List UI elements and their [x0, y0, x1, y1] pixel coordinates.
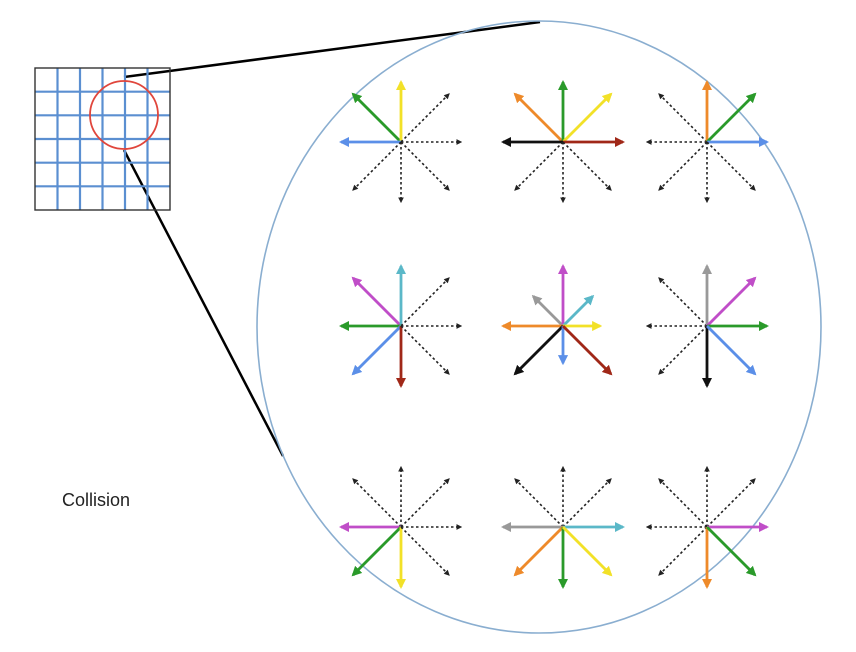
arrow-ne	[562, 92, 613, 143]
arrow-se	[400, 526, 450, 576]
arrow-sw	[658, 141, 708, 191]
arrow-nw	[658, 93, 708, 143]
zoom-ellipse	[256, 20, 822, 634]
cell-3-2	[500, 465, 626, 590]
arrow-ne	[400, 478, 450, 528]
zoom-line-bottom	[122, 149, 285, 457]
arrow-sw	[513, 325, 564, 376]
arrow-nw	[352, 478, 402, 528]
cell-3-1	[338, 465, 463, 590]
arrow-ne	[400, 93, 450, 143]
cell-2-2	[500, 263, 613, 376]
arrow-ne	[706, 478, 756, 528]
arrow-ne	[400, 277, 450, 327]
arrow-sw	[658, 526, 708, 576]
lattice-border	[34, 67, 171, 211]
arrow-ne	[562, 294, 595, 327]
arrow-nw	[531, 294, 564, 327]
arrow-se	[562, 526, 613, 577]
arrow-ne	[706, 92, 757, 143]
arrow-se	[706, 526, 757, 577]
arrow-ne	[562, 478, 612, 528]
cell-1-1	[338, 79, 463, 204]
arrow-se	[706, 325, 757, 376]
arrow-nw	[658, 478, 708, 528]
arrow-sw	[513, 526, 564, 577]
velocity-cells	[338, 79, 770, 590]
arrow-sw	[351, 526, 402, 577]
arrow-sw	[351, 325, 402, 376]
cell-1-2	[500, 79, 626, 204]
arrow-ne	[706, 276, 757, 327]
cell-2-3	[645, 263, 770, 389]
arrow-se	[706, 141, 756, 191]
arrow-sw	[514, 141, 564, 191]
cell-3-3	[645, 465, 770, 590]
arrow-nw	[514, 478, 564, 528]
arrow-se	[562, 325, 613, 376]
cell-2-1	[338, 263, 463, 389]
arrow-se	[400, 325, 450, 375]
highlight-circle	[89, 80, 159, 150]
arrow-sw	[352, 141, 402, 191]
arrow-sw	[658, 325, 708, 375]
arrow-nw	[513, 92, 564, 143]
zoom-line-top	[123, 20, 541, 79]
arrow-se	[562, 141, 612, 191]
arrow-nw	[351, 92, 402, 143]
arrow-nw	[351, 276, 402, 327]
arrow-nw	[658, 277, 708, 327]
collision-label: Collision	[62, 490, 131, 510]
cell-1-3	[645, 79, 770, 204]
arrow-se	[400, 141, 450, 191]
